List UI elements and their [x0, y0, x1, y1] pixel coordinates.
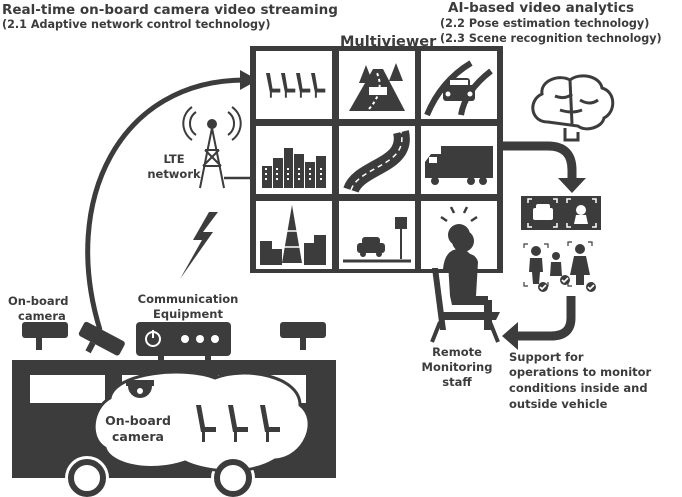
lte-label-line2: network [147, 167, 201, 181]
ai-brain-icon [531, 74, 615, 142]
lte-label-line1: LTE [163, 152, 184, 166]
support-label-line4: outside vehicle [509, 397, 608, 411]
passenger-seat-icon [260, 405, 280, 442]
staff-label-line1: Remote [432, 345, 482, 359]
comm-equipment-label-line1: Communication [138, 292, 239, 306]
forest-road-icon [349, 63, 405, 111]
multiviewer-tile [256, 126, 332, 194]
multiviewer-tile [256, 51, 332, 119]
lte-tower-icon [182, 106, 255, 189]
remote-staff-icon [430, 230, 500, 343]
city-skyline-icon [262, 148, 326, 188]
support-arrow [502, 296, 576, 350]
passenger-seat-icon [228, 405, 248, 442]
multiviewer-tile [256, 201, 332, 269]
bus-seats-icon [266, 73, 326, 98]
staff-label-line2: Monitoring [422, 360, 493, 374]
multiviewer-tile [339, 126, 415, 194]
multiviewer-tile [421, 201, 497, 269]
support-label-line3: conditions inside and [509, 381, 648, 395]
analytics-input-arrow [503, 141, 586, 193]
communication-equipment-icon [136, 322, 231, 362]
streaming-subtitle: (2.1 Adaptive network control technology… [2, 18, 270, 31]
analytics-result-icons [521, 196, 601, 292]
onboard-camera-inside-label-line1: On-board [105, 413, 171, 428]
tokyo-tower-skyline-icon [260, 205, 326, 265]
wireless-signal-icon [180, 212, 218, 279]
bus-seats-icon [196, 405, 280, 442]
parking-car-icon [343, 217, 411, 263]
staff-label-line3: staff [442, 375, 472, 389]
passenger-seat-icon [196, 405, 216, 442]
analytics-title: AI-based video analytics [448, 0, 634, 16]
multiviewer-tile [339, 51, 415, 119]
support-label-line2: operations to monitor [509, 365, 652, 379]
streaming-arrow [85, 70, 258, 331]
multiviewer-tile [421, 51, 497, 119]
truck-icon [425, 146, 493, 185]
car-on-road-icon [424, 60, 493, 117]
dome-camera-icon [126, 380, 154, 398]
roof-camera-left-icon [22, 322, 68, 350]
onboard-camera-outside-label-line2: camera [18, 309, 66, 323]
bus-illustration [12, 321, 336, 497]
comm-equipment-label-line2: Equipment [153, 307, 223, 321]
analytics-subtitle-pose: (2.2 Pose estimation technology) [440, 17, 649, 30]
streaming-title: Real-time on-board camera video streamin… [2, 2, 338, 18]
support-label-line1: Support for [509, 350, 584, 364]
analytics-subtitle-scene: (2.3 Scene recognition technology) [440, 32, 662, 45]
onboard-camera-outside-label-line1: On-board [8, 294, 69, 308]
multiviewer-tile [339, 201, 415, 269]
multiviewer-tile [421, 126, 497, 194]
onboard-camera-inside-label-line2: camera [112, 429, 164, 444]
curved-road-icon [343, 130, 410, 194]
roof-camera-right-icon [280, 322, 326, 350]
roof-camera-tilted-icon [78, 321, 125, 356]
